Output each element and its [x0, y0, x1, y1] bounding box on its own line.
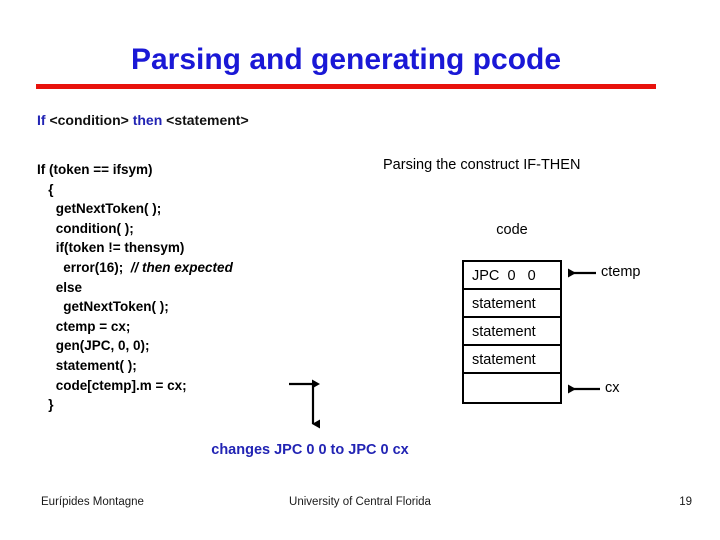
title-divider [36, 84, 656, 89]
code-line-text: getNextToken( ); [37, 201, 162, 217]
grammar-production-line: If <condition> then <statement> [37, 112, 249, 128]
code-line-text: statement( ); [37, 357, 137, 373]
code-line: } [37, 395, 233, 415]
code-line: if(token != thensym) [37, 238, 233, 258]
footer-author: Eurípides Montagne [41, 496, 144, 508]
code-line-text: code[ctemp].m = cx; [37, 377, 187, 393]
diagram-caption: Parsing the construct IF-THEN [383, 157, 581, 173]
code-array-cell: statement [464, 290, 560, 318]
code-line-text: if(token != thensym) [37, 240, 185, 256]
code-line: gen(JPC, 0, 0); [37, 336, 233, 356]
grammar-keyword-then: then [132, 112, 163, 128]
code-line-text: condition( ); [37, 220, 134, 236]
code-line-text: error(16); [37, 259, 131, 275]
code-line-text: getNextToken( ); [37, 299, 169, 315]
code-line-text: } [37, 397, 54, 413]
arrow-code-to-note [289, 379, 320, 429]
code-line: else [37, 278, 233, 298]
code-line-text: else [37, 279, 83, 295]
code-line: { [37, 180, 233, 200]
code-line: If (token == ifsym) [37, 160, 233, 180]
code-line: getNextToken( ); [37, 297, 233, 317]
grammar-nonterminal-statement: <statement> [166, 112, 249, 128]
footer-page-number: 19 [679, 496, 692, 508]
code-line: getNextToken( ); [37, 199, 233, 219]
change-annotation: changes JPC 0 0 to JPC 0 cx [211, 442, 409, 458]
code-array-label: code [496, 222, 528, 238]
code-line-text: ctemp = cx; [37, 318, 131, 334]
code-line-text: gen(JPC, 0, 0); [37, 338, 150, 354]
grammar-keyword-if: If [37, 112, 46, 128]
code-array-cell: statement [464, 346, 560, 374]
pointer-label-cx: cx [605, 380, 620, 396]
page-title: Parsing and generating pcode [130, 43, 562, 76]
code-line: error(16); // then expected [37, 258, 233, 278]
code-line: ctemp = cx; [37, 317, 233, 337]
code-array-cell-empty [464, 374, 560, 404]
code-line-text: { [37, 181, 54, 197]
code-line: statement( ); [37, 356, 233, 376]
grammar-nonterminal-condition: <condition> [49, 112, 129, 128]
pseudocode-listing: If (token == ifsym) { getNextToken( ); c… [37, 160, 233, 415]
footer-organization: University of Central Florida [289, 496, 431, 508]
code-array-cell: JPC 0 0 [464, 262, 560, 290]
code-line: condition( ); [37, 219, 233, 239]
code-comment: // then expected [130, 259, 233, 275]
code-line: code[ctemp].m = cx; [37, 376, 233, 396]
code-line-text: If (token == ifsym) [37, 162, 153, 177]
pointer-label-ctemp: ctemp [601, 264, 641, 280]
code-array-cell: statement [464, 318, 560, 346]
